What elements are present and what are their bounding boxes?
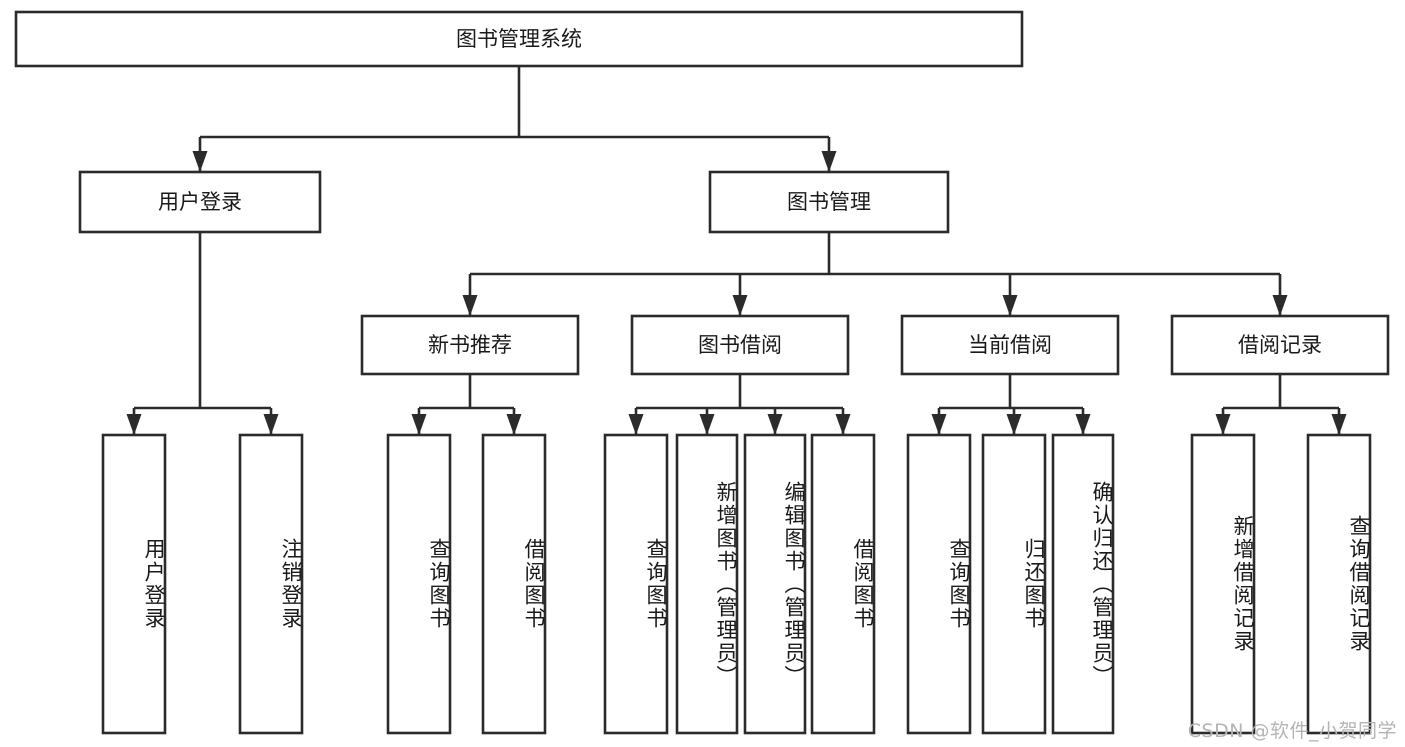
node-box-borrow-book-2[interactable] (810, 433, 876, 735)
node-borrow-book-1[interactable] (481, 433, 547, 735)
node-add-borrow-record[interactable] (1190, 433, 1256, 735)
arrow-head-icon (263, 414, 279, 435)
node-label-borrow-record: 借阅记录 (1238, 333, 1322, 357)
arrow-head-icon (1075, 414, 1091, 435)
arrow-head-icon (699, 414, 715, 435)
arrow-head-icon (506, 414, 522, 435)
arrow-head-icon (732, 295, 748, 316)
arrow-head-icon (462, 295, 478, 316)
node-user-login[interactable] (78, 170, 322, 234)
node-book-borrow[interactable] (630, 314, 850, 376)
node-label-book-manage: 图书管理 (787, 190, 871, 214)
node-box-new-book-recommend[interactable] (360, 314, 580, 376)
node-query-book-1[interactable] (386, 433, 452, 735)
node-user-login-do[interactable] (101, 433, 167, 735)
node-box-add-book-admin[interactable] (675, 433, 739, 735)
node-box-book-manage[interactable] (708, 170, 950, 234)
node-query-book-2[interactable] (603, 433, 669, 735)
arrow-head-icon (835, 414, 851, 435)
node-box-user-login-do[interactable] (101, 433, 167, 735)
node-add-book-admin[interactable] (675, 433, 739, 735)
node-box-query-book-3[interactable] (906, 433, 972, 735)
arrow-head-icon (411, 414, 427, 435)
node-label-user-login: 用户登录 (158, 190, 242, 214)
node-box-root[interactable] (14, 10, 1024, 68)
arrow-head-icon (628, 414, 644, 435)
arrow-head-icon (192, 151, 208, 172)
arrow-head-icon (1331, 414, 1347, 435)
node-box-confirm-return-admin[interactable] (1051, 433, 1115, 735)
connector-layer (126, 66, 1347, 435)
node-label-current-borrow: 当前借阅 (968, 333, 1052, 357)
node-edit-book-admin[interactable] (743, 433, 807, 735)
node-box-book-borrow[interactable] (630, 314, 850, 376)
node-confirm-return-admin[interactable] (1051, 433, 1115, 735)
node-user-logout[interactable] (238, 433, 304, 735)
node-box-layer (14, 10, 1390, 735)
node-root[interactable] (14, 10, 1024, 68)
node-box-user-login[interactable] (78, 170, 322, 234)
node-box-user-logout[interactable] (238, 433, 304, 735)
node-box-borrow-record[interactable] (1170, 314, 1390, 376)
arrow-head-icon (931, 414, 947, 435)
node-box-query-book-2[interactable] (603, 433, 669, 735)
arrow-head-icon (767, 414, 783, 435)
node-borrow-record[interactable] (1170, 314, 1390, 376)
node-box-query-borrow-record[interactable] (1306, 433, 1372, 735)
arrow-head-icon (126, 414, 142, 435)
arrow-head-icon (1272, 295, 1288, 316)
node-new-book-recommend[interactable] (360, 314, 580, 376)
node-label-new-book-recommend: 新书推荐 (428, 333, 512, 357)
node-book-manage[interactable] (708, 170, 950, 234)
node-label-root: 图书管理系统 (456, 27, 582, 51)
node-query-borrow-record[interactable] (1306, 433, 1372, 735)
node-label-book-borrow: 图书借阅 (698, 333, 782, 357)
node-return-book[interactable] (981, 433, 1047, 735)
node-box-current-borrow[interactable] (900, 314, 1120, 376)
csdn-watermark: CSDN @软件_小贺同学 (1187, 720, 1397, 742)
node-box-query-book-1[interactable] (386, 433, 452, 735)
arrow-head-icon (1002, 295, 1018, 316)
node-box-add-borrow-record[interactable] (1190, 433, 1256, 735)
node-box-borrow-book-1[interactable] (481, 433, 547, 735)
node-current-borrow[interactable] (900, 314, 1120, 376)
node-box-edit-book-admin[interactable] (743, 433, 807, 735)
node-query-book-3[interactable] (906, 433, 972, 735)
node-box-return-book[interactable] (981, 433, 1047, 735)
arrow-head-icon (1215, 414, 1231, 435)
node-borrow-book-2[interactable] (810, 433, 876, 735)
arrow-head-icon (821, 151, 837, 172)
arrow-head-icon (1006, 414, 1022, 435)
